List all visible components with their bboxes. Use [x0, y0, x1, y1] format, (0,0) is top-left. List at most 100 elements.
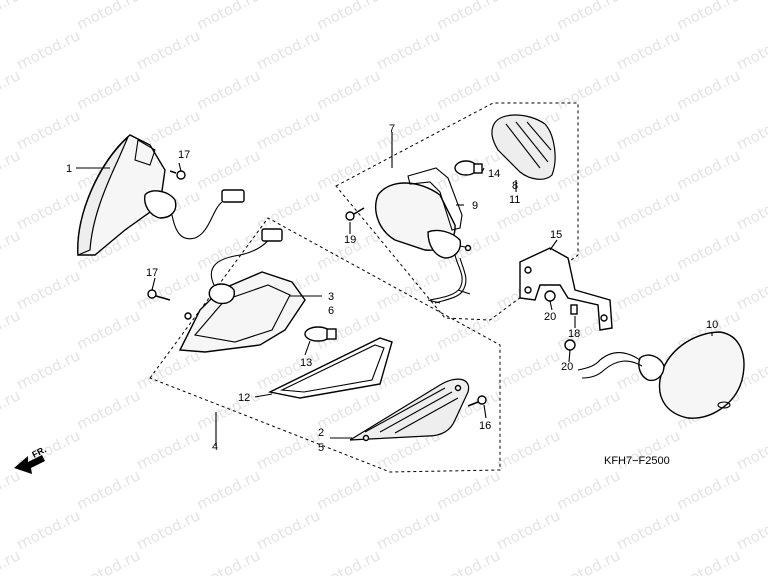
- watermark-text-41: motod.ru: [734, 186, 768, 233]
- callout-7: 7: [389, 123, 395, 135]
- watermark-text-55: motod.ru: [734, 266, 768, 313]
- part-lens-8: [491, 114, 556, 180]
- callout-8: 8: [512, 180, 518, 192]
- callout-19: 19: [344, 234, 356, 246]
- watermark-text-88: motod.ru: [434, 466, 503, 513]
- watermark-text-103: motod.ru: [554, 546, 623, 576]
- part-gasket-12: [267, 337, 393, 399]
- watermark-text-97: motod.ru: [734, 506, 768, 553]
- watermark-text-75: motod.ru: [554, 386, 623, 433]
- watermark-text-54: motod.ru: [614, 266, 683, 313]
- watermark-text-17: motod.ru: [314, 66, 383, 113]
- watermark-text-10: motod.ru: [374, 26, 443, 73]
- watermark-text-1: motod.ru: [74, 0, 143, 34]
- watermark-text-99: motod.ru: [74, 546, 143, 576]
- watermark-text-3: motod.ru: [314, 0, 383, 34]
- watermark-text-27: motod.ru: [734, 106, 768, 153]
- callout-20-bottom: 20: [561, 361, 573, 373]
- watermark-text-21: motod.ru: [14, 106, 83, 153]
- watermark-text-85: motod.ru: [74, 466, 143, 513]
- watermark-text-20: motod.ru: [674, 66, 743, 113]
- watermark-text-16: motod.ru: [194, 66, 263, 113]
- watermark-text-40: motod.ru: [614, 186, 683, 233]
- callout-20-top: 20: [544, 311, 556, 323]
- part-rear-turn-signal-housing: [178, 228, 306, 353]
- watermark-text-28: motod.ru: [0, 146, 23, 193]
- watermark-text-34: motod.ru: [674, 146, 743, 193]
- part-screw-18: [570, 304, 578, 315]
- part-rear-turn-signal-right: [577, 331, 745, 419]
- part-nut-20-top: [544, 290, 556, 302]
- watermark-text-72: motod.ru: [194, 386, 263, 433]
- watermark-text-71: motod.ru: [74, 386, 143, 433]
- part-screw-16: [467, 395, 487, 407]
- diagram-code: KFH7−F2500: [604, 455, 670, 467]
- callout-17-top: 17: [178, 149, 190, 161]
- watermark-text-49: motod.ru: [14, 266, 83, 313]
- callout-18: 18: [568, 328, 580, 340]
- watermark-text-96: motod.ru: [614, 506, 683, 553]
- part-rear-lens-2: [349, 378, 470, 442]
- part-front-turn-signal-right: [375, 182, 472, 304]
- watermark-text-92: motod.ru: [134, 506, 203, 553]
- watermark-text-104: motod.ru: [674, 546, 743, 576]
- watermark-text-83: motod.ru: [734, 426, 768, 473]
- watermark-text-79: motod.ru: [254, 426, 323, 473]
- part-bulb-13: [304, 326, 337, 342]
- part-bulb-14: [454, 160, 483, 176]
- watermark-text-7: motod.ru: [14, 26, 83, 73]
- watermark-text-31: motod.ru: [314, 146, 383, 193]
- part-front-turn-signal-left: [77, 134, 245, 256]
- watermark-text-90: motod.ru: [674, 466, 743, 513]
- watermark-text-91: motod.ru: [14, 506, 83, 553]
- watermark-text-33: motod.ru: [554, 146, 623, 193]
- callout-16: 16: [479, 420, 491, 432]
- watermark-text-0: motod.ru: [0, 0, 23, 34]
- callout-4: 4: [212, 441, 218, 453]
- callout-10: 10: [706, 319, 718, 331]
- watermark-text-81: motod.ru: [494, 426, 563, 473]
- watermark-text-86: motod.ru: [194, 466, 263, 513]
- watermark-text-61: motod.ru: [554, 306, 623, 353]
- callout-2: 2: [318, 427, 324, 439]
- part-nut-20-bottom: [564, 339, 576, 351]
- watermark-text-15: motod.ru: [74, 66, 143, 113]
- watermark-text-63: motod.ru: [14, 346, 83, 393]
- watermark-text-100: motod.ru: [194, 546, 263, 576]
- callout-5: 5: [318, 442, 324, 454]
- callout-9: 9: [472, 200, 478, 212]
- callout-6: 6: [328, 305, 334, 317]
- callout-1: 1: [66, 163, 72, 175]
- watermark-text-37: motod.ru: [254, 186, 323, 233]
- watermark-text-2: motod.ru: [194, 0, 263, 34]
- part-screw-17-top: [169, 170, 186, 180]
- part-screw-19: [345, 207, 365, 221]
- watermark-text-94: motod.ru: [374, 506, 443, 553]
- watermark-text-11: motod.ru: [494, 26, 563, 73]
- watermark-text-6: motod.ru: [674, 0, 743, 34]
- watermark-text-93: motod.ru: [254, 506, 323, 553]
- watermark-text-87: motod.ru: [314, 466, 383, 513]
- callout-12: 12: [238, 392, 250, 404]
- leader-lines: [76, 132, 713, 446]
- watermark-text-39: motod.ru: [494, 186, 563, 233]
- watermark-text-30: motod.ru: [194, 146, 263, 193]
- watermark-text-78: motod.ru: [134, 426, 203, 473]
- watermark-text-56: motod.ru: [0, 306, 23, 353]
- part-wire-leads: [427, 289, 471, 304]
- callout-15: 15: [550, 229, 562, 241]
- callout-13: 13: [300, 357, 312, 369]
- group-outline-front-right: [335, 102, 579, 321]
- watermark-text-60: motod.ru: [434, 306, 503, 353]
- watermark-text-101: motod.ru: [314, 546, 383, 576]
- watermark-text-14: motod.ru: [0, 66, 23, 113]
- watermark-text-26: motod.ru: [614, 106, 683, 153]
- watermark-text-12: motod.ru: [614, 26, 683, 73]
- callout-17-mid: 17: [146, 267, 158, 279]
- callout-3: 3: [328, 291, 334, 303]
- watermark-text-35: motod.ru: [14, 186, 83, 233]
- watermark-text-4: motod.ru: [434, 0, 503, 34]
